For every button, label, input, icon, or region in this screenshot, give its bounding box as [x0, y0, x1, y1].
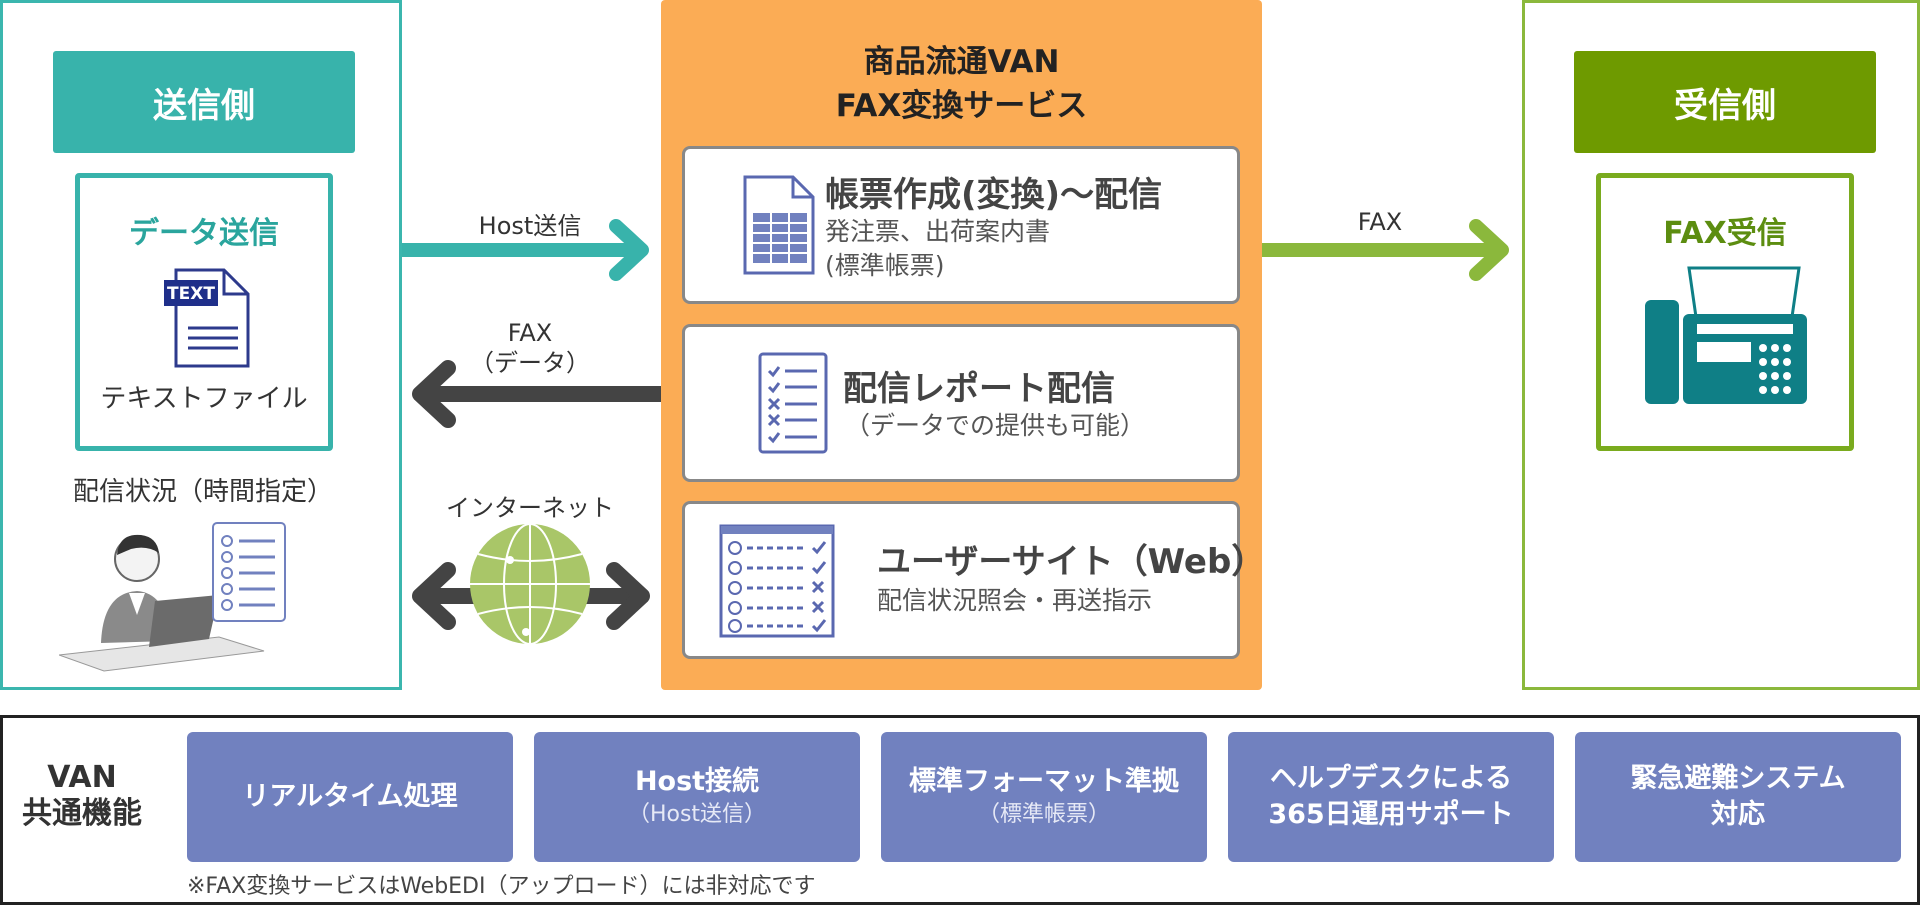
delivery-status-label: 配信状況（時間指定） — [72, 477, 333, 507]
fax-out-arrow — [1262, 219, 1509, 281]
service-user-site: ユーザーサイト（Web） 配信状況照会・再送指示 — [682, 501, 1265, 659]
data-send-title: データ送信 — [129, 216, 279, 251]
fax-data-arrow — [412, 360, 664, 428]
service-form-creation: 帳票作成(変換)〜配信 発注票、出荷案内書 (標準帳票) — [682, 146, 1240, 304]
feature-realtime: リアルタイム処理 — [187, 732, 513, 862]
service-title: ユーザーサイト（Web） — [877, 542, 1266, 582]
service-title: 帳票作成(変換)〜配信 — [825, 175, 1163, 215]
text-file-icon: TEXT — [164, 268, 250, 368]
sender-title: 送信側 — [53, 51, 355, 153]
status-list-web-icon — [719, 524, 835, 638]
data-send-box: データ送信 TEXT テキストファイル — [75, 173, 333, 451]
checklist-report-icon — [758, 352, 828, 454]
host-send-label: Host送信 — [478, 212, 582, 240]
globe-icon — [470, 523, 590, 645]
van-service-panel: 商品流通VAN FAX変換サービス 帳票作成(変換)〜配信 発注票、出荷案内書 … — [661, 0, 1265, 690]
feature-host-connection: Host接続 （Host送信） — [534, 732, 860, 862]
sender-panel: 送信側 データ送信 TEXT テキストファイル 配信状況（時間指定） — [0, 0, 402, 690]
feature-standard-format: 標準フォーマット準拠 （標準帳票） — [881, 732, 1207, 862]
internet-arrows — [412, 523, 650, 645]
text-file-label: テキストファイル — [100, 384, 308, 414]
fax-receive-title: FAX受信 — [1663, 216, 1787, 251]
van-common-features: VAN 共通機能 リアルタイム処理 Host接続 （Host送信） 標準フォーマ… — [0, 715, 1920, 905]
service-title: 配信レポート配信 — [843, 369, 1115, 409]
service-delivery-report: 配信レポート配信 （データでの提供も可能） — [682, 324, 1240, 482]
fax-receive-box: FAX受信 — [1596, 173, 1854, 451]
form-document-icon — [743, 175, 815, 275]
feature-emergency-system: 緊急避難システム 対応 — [1575, 732, 1901, 862]
service-sub: 配信状況照会・再送指示 — [877, 586, 1153, 615]
fax-machine-icon — [1645, 266, 1807, 404]
service-sub: (標準帳票) — [825, 251, 945, 280]
common-features-label: VAN 共通機能 — [22, 760, 142, 831]
text-badge: TEXT — [167, 284, 215, 304]
footnote: ※FAX変換サービスはWebEDI（アップロード）には非対応です — [187, 874, 816, 899]
van-title: 商品流通VAN FAX変換サービス — [835, 44, 1088, 124]
fax-data-label: FAX （データ） — [470, 319, 590, 377]
internet-label: インターネット — [446, 494, 614, 522]
feature-helpdesk: ヘルプデスクによる 365日運用サポート — [1228, 732, 1554, 862]
receiver-panel: 受信側 FAX受信 — [1522, 0, 1920, 690]
host-send-arrow — [402, 219, 649, 281]
receiver-title: 受信側 — [1574, 51, 1876, 153]
service-sub: （データでの提供も可能） — [845, 411, 1146, 440]
person-at-computer-icon — [59, 522, 286, 672]
fax-out-label: FAX — [1357, 208, 1403, 236]
service-sub: 発注票、出荷案内書 — [825, 217, 1051, 246]
